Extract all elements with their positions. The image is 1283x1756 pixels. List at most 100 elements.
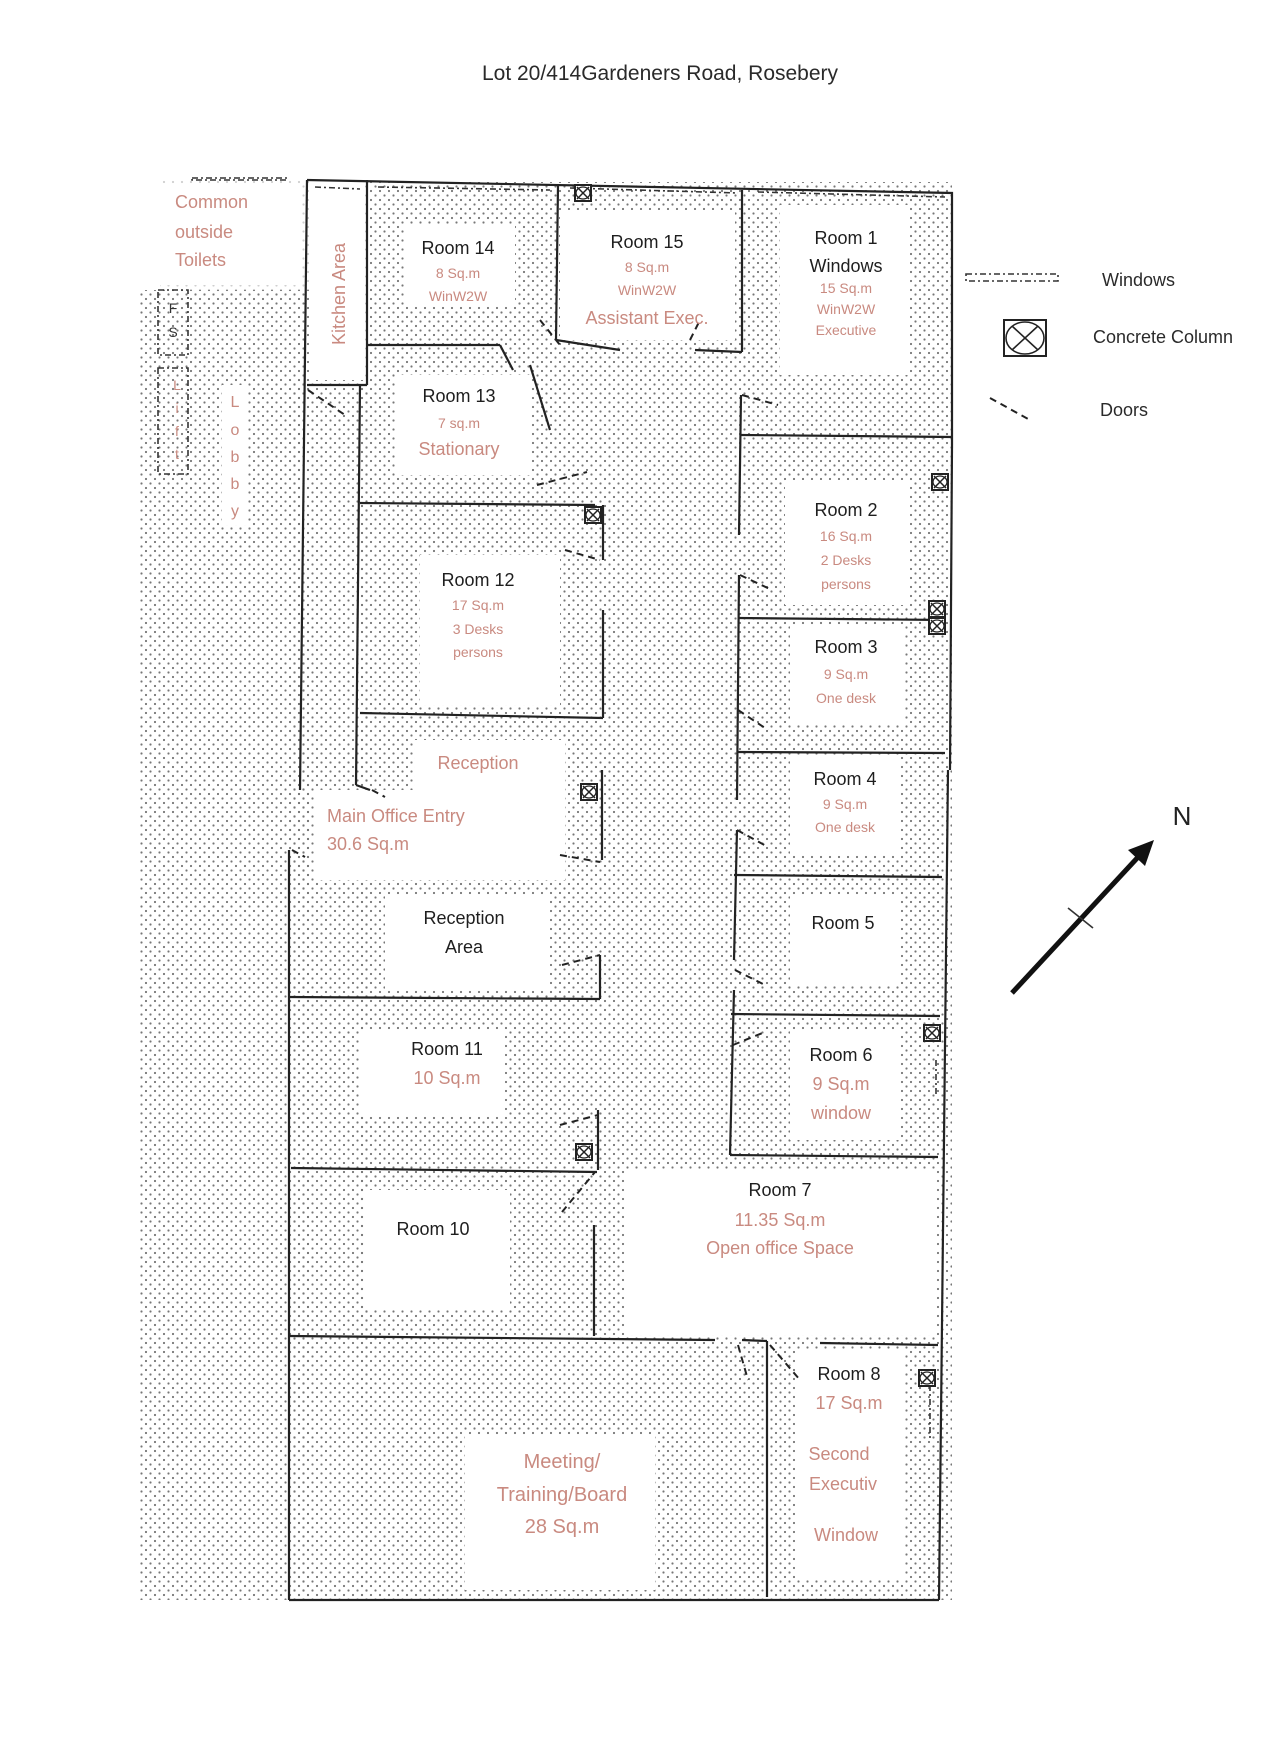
- svg-text:Main Office Entry: Main Office Entry: [327, 806, 465, 826]
- svg-text:Room 4: Room 4: [813, 769, 876, 789]
- column-legend-icon: [1003, 319, 1047, 357]
- meeting-room: Meeting/ Training/Board 28 Sq.m: [497, 1451, 627, 1538]
- svg-text:Meeting/: Meeting/: [524, 1451, 601, 1473]
- room-11: Room 11 10 Sq.m: [411, 1039, 483, 1088]
- column-icon: [923, 1024, 941, 1042]
- room-7: Room 7 11.35 Sq.m Open office Space: [706, 1180, 854, 1258]
- svg-text:30.6 Sq.m: 30.6 Sq.m: [327, 834, 409, 854]
- fire-stairs-label: F S: [168, 300, 177, 340]
- svg-text:WinW2W: WinW2W: [817, 301, 876, 317]
- room-3: Room 3 9 Sq.m One desk: [814, 637, 877, 706]
- svg-text:i: i: [175, 400, 178, 416]
- main-office-entry: Main Office Entry 30.6 Sq.m: [327, 806, 465, 854]
- svg-text:11.35 Sq.m: 11.35 Sq.m: [735, 1210, 826, 1230]
- column-icon: [928, 600, 946, 618]
- svg-text:persons: persons: [453, 644, 503, 660]
- reception-label: Reception: [437, 753, 518, 773]
- svg-text:L: L: [173, 377, 181, 393]
- svg-text:Toilets: Toilets: [175, 250, 226, 270]
- svg-text:y: y: [231, 503, 239, 520]
- svg-text:Room 14: Room 14: [421, 238, 494, 258]
- svg-text:Reception: Reception: [423, 908, 504, 928]
- svg-text:window: window: [810, 1103, 872, 1123]
- room-14: Room 14 8 Sq.m WinW2W: [421, 238, 494, 304]
- column-icon: [584, 506, 602, 524]
- svg-text:b: b: [231, 449, 240, 466]
- north-label: N: [1173, 801, 1192, 831]
- room-2: Room 2 16 Sq.m 2 Desks persons: [814, 500, 877, 592]
- svg-text:Room 3: Room 3: [814, 637, 877, 657]
- room-13: Room 13 7 sq.m Stationary: [418, 386, 499, 459]
- walls: [287, 178, 954, 1602]
- plan-title: Lot 20/414Gardeners Road, Rosebery: [482, 62, 839, 85]
- svg-text:3 Desks: 3 Desks: [453, 621, 504, 637]
- svg-text:outside: outside: [175, 222, 233, 242]
- svg-text:8 Sq.m: 8 Sq.m: [625, 259, 669, 275]
- column-icon: [574, 184, 592, 202]
- svg-text:Area: Area: [445, 937, 484, 957]
- svg-text:Room 1: Room 1: [814, 228, 877, 248]
- svg-text:16 Sq.m: 16 Sq.m: [820, 528, 872, 544]
- column-icon: [580, 783, 598, 801]
- svg-text:2 Desks: 2 Desks: [821, 552, 872, 568]
- kitchen-label: Kitchen Area: [329, 242, 349, 345]
- svg-text:Window: Window: [814, 1525, 879, 1545]
- svg-text:f: f: [175, 423, 179, 439]
- room-5: Room 5: [811, 913, 874, 933]
- label-backgrounds: [160, 180, 935, 1590]
- room-12: Room 12 17 Sq.m 3 Desks persons: [441, 570, 514, 660]
- svg-text:8 Sq.m: 8 Sq.m: [436, 265, 480, 281]
- svg-text:WinW2W: WinW2W: [429, 288, 488, 304]
- svg-text:persons: persons: [821, 576, 871, 592]
- svg-text:F: F: [169, 300, 178, 316]
- window-legend-icon: [965, 273, 1059, 282]
- svg-text:9 Sq.m: 9 Sq.m: [812, 1074, 869, 1094]
- room-1: Room 1 Windows 15 Sq.m WinW2W Executive: [809, 228, 882, 338]
- svg-text:9 Sq.m: 9 Sq.m: [823, 796, 867, 812]
- doors: [291, 319, 801, 1381]
- legend: Windows Concrete Column Doors: [965, 270, 1233, 421]
- svg-text:Room 7: Room 7: [748, 1180, 811, 1200]
- lobby-label: L o b b y: [222, 385, 248, 525]
- column-icon: [928, 617, 946, 635]
- svg-text:WinW2W: WinW2W: [618, 282, 677, 298]
- svg-text:Room 12: Room 12: [441, 570, 514, 590]
- reception-area: Reception Area: [423, 908, 504, 957]
- svg-text:Executiv: Executiv: [809, 1474, 877, 1494]
- room-10: Room 10: [396, 1219, 469, 1239]
- lift-label: L i f t: [173, 377, 181, 462]
- svg-text:9 Sq.m: 9 Sq.m: [824, 666, 868, 682]
- room-6: Room 6 9 Sq.m window: [809, 1045, 872, 1123]
- svg-text:L: L: [231, 394, 240, 411]
- svg-text:S: S: [168, 324, 177, 340]
- svg-text:Stationary: Stationary: [418, 439, 499, 459]
- svg-text:Room 10: Room 10: [396, 1219, 469, 1239]
- svg-text:Room 2: Room 2: [814, 500, 877, 520]
- svg-text:Room 8: Room 8: [817, 1364, 880, 1384]
- svg-text:Room 11: Room 11: [411, 1039, 483, 1059]
- svg-text:10 Sq.m: 10 Sq.m: [413, 1068, 480, 1088]
- svg-text:17 Sq.m: 17 Sq.m: [452, 597, 504, 613]
- svg-text:One desk: One desk: [816, 690, 877, 706]
- door-legend-icon: [989, 397, 1031, 421]
- svg-text:Room 13: Room 13: [422, 386, 495, 406]
- svg-text:Executive: Executive: [816, 322, 877, 338]
- windows: [157, 177, 946, 1440]
- svg-text:15 Sq.m: 15 Sq.m: [820, 280, 872, 296]
- svg-text:Second: Second: [808, 1444, 869, 1464]
- svg-text:Room 6: Room 6: [809, 1045, 872, 1065]
- svg-text:t: t: [175, 446, 179, 462]
- svg-text:Room 5: Room 5: [811, 913, 874, 933]
- svg-text:Room 15: Room 15: [610, 232, 683, 252]
- legend-doors: Doors: [1100, 400, 1148, 420]
- svg-text:17 Sq.m: 17 Sq.m: [815, 1393, 882, 1413]
- toilets-label: Common outside Toilets: [175, 192, 248, 270]
- svg-text:b: b: [231, 476, 240, 493]
- svg-text:Windows: Windows: [809, 256, 882, 276]
- legend-windows: Windows: [1102, 270, 1175, 290]
- column-icon: [575, 1143, 593, 1161]
- svg-text:Training/Board: Training/Board: [497, 1484, 627, 1506]
- svg-text:o: o: [231, 422, 240, 439]
- svg-text:Common: Common: [175, 192, 248, 212]
